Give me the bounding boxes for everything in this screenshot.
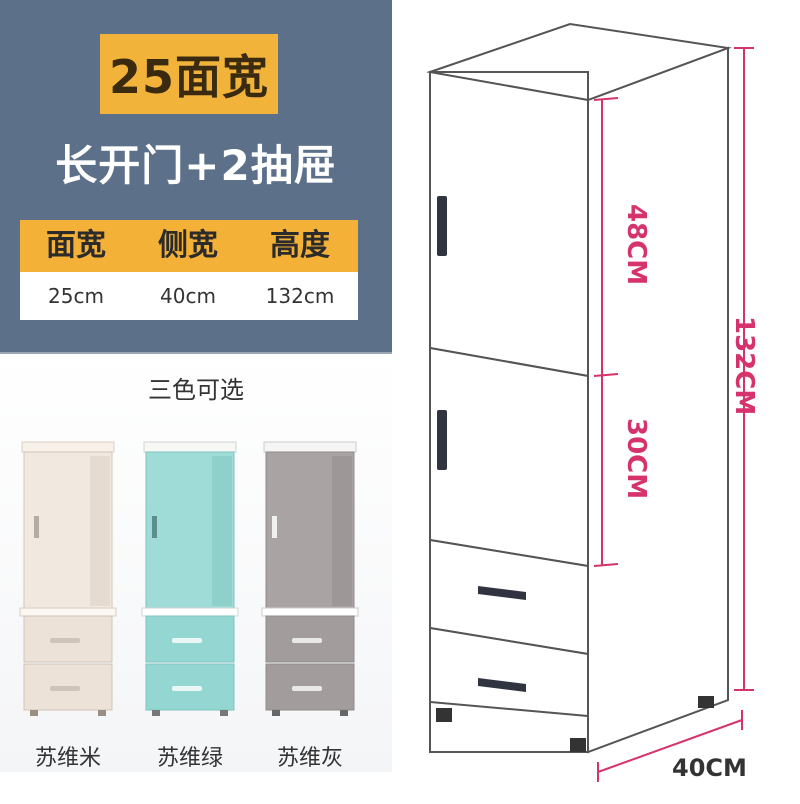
drawer-2-handle: [478, 678, 526, 692]
cabinet-color-option-gray[interactable]: [258, 438, 362, 718]
product-subtitle: 长开门+2抽屉: [55, 141, 337, 190]
depth-label: 40CM: [672, 754, 747, 782]
lower-door-height-label: 30CM: [621, 418, 651, 499]
spec-header-depth: 侧宽: [158, 228, 218, 263]
spec-value-width: 25cm: [48, 284, 104, 308]
spec-value-depth: 40cm: [160, 284, 216, 308]
color-caption-gray: 苏维灰: [276, 746, 343, 771]
cabinet-color-option-beige[interactable]: [16, 438, 120, 718]
total-height-label: 132CM: [729, 316, 759, 415]
spec-table-values: 25cm 40cm 132cm: [20, 272, 358, 320]
beige-cabinet-image: [19, 441, 117, 716]
spec-value-height: 132cm: [265, 284, 335, 308]
colors-section-title: 三色可选: [148, 376, 244, 404]
cabinet-color-option-green[interactable]: [138, 438, 242, 718]
lower-door-handle: [437, 410, 447, 470]
color-caption-green: 苏维绿: [156, 746, 223, 771]
cabinet-dimension-diagram: 48CM 30CM 132CM 40CM: [392, 0, 800, 800]
spec-header-height: 高度: [270, 228, 330, 263]
green-cabinet-image: [141, 441, 239, 716]
color-caption-beige: 苏维米: [34, 746, 101, 771]
spec-table: 面宽 侧宽 高度 25cm 40cm 132cm: [20, 220, 358, 320]
cabinet-line-drawing: 48CM 30CM 132CM 40CM: [426, 22, 759, 782]
drawer-1-handle: [478, 586, 526, 600]
upper-door-handle: [437, 196, 447, 256]
gray-cabinet-image: [261, 441, 359, 716]
spec-table-header: 面宽 侧宽 高度: [20, 220, 358, 272]
product-info-panel: 25面宽 长开门+2抽屉 面宽 侧宽 高度 25cm 40cm 132cm 三色…: [0, 0, 392, 800]
spec-header-width: 面宽: [46, 228, 106, 263]
section-divider: [0, 352, 392, 354]
width-title-badge: 25面宽: [100, 34, 278, 114]
upper-door-height-label: 48CM: [621, 204, 651, 285]
